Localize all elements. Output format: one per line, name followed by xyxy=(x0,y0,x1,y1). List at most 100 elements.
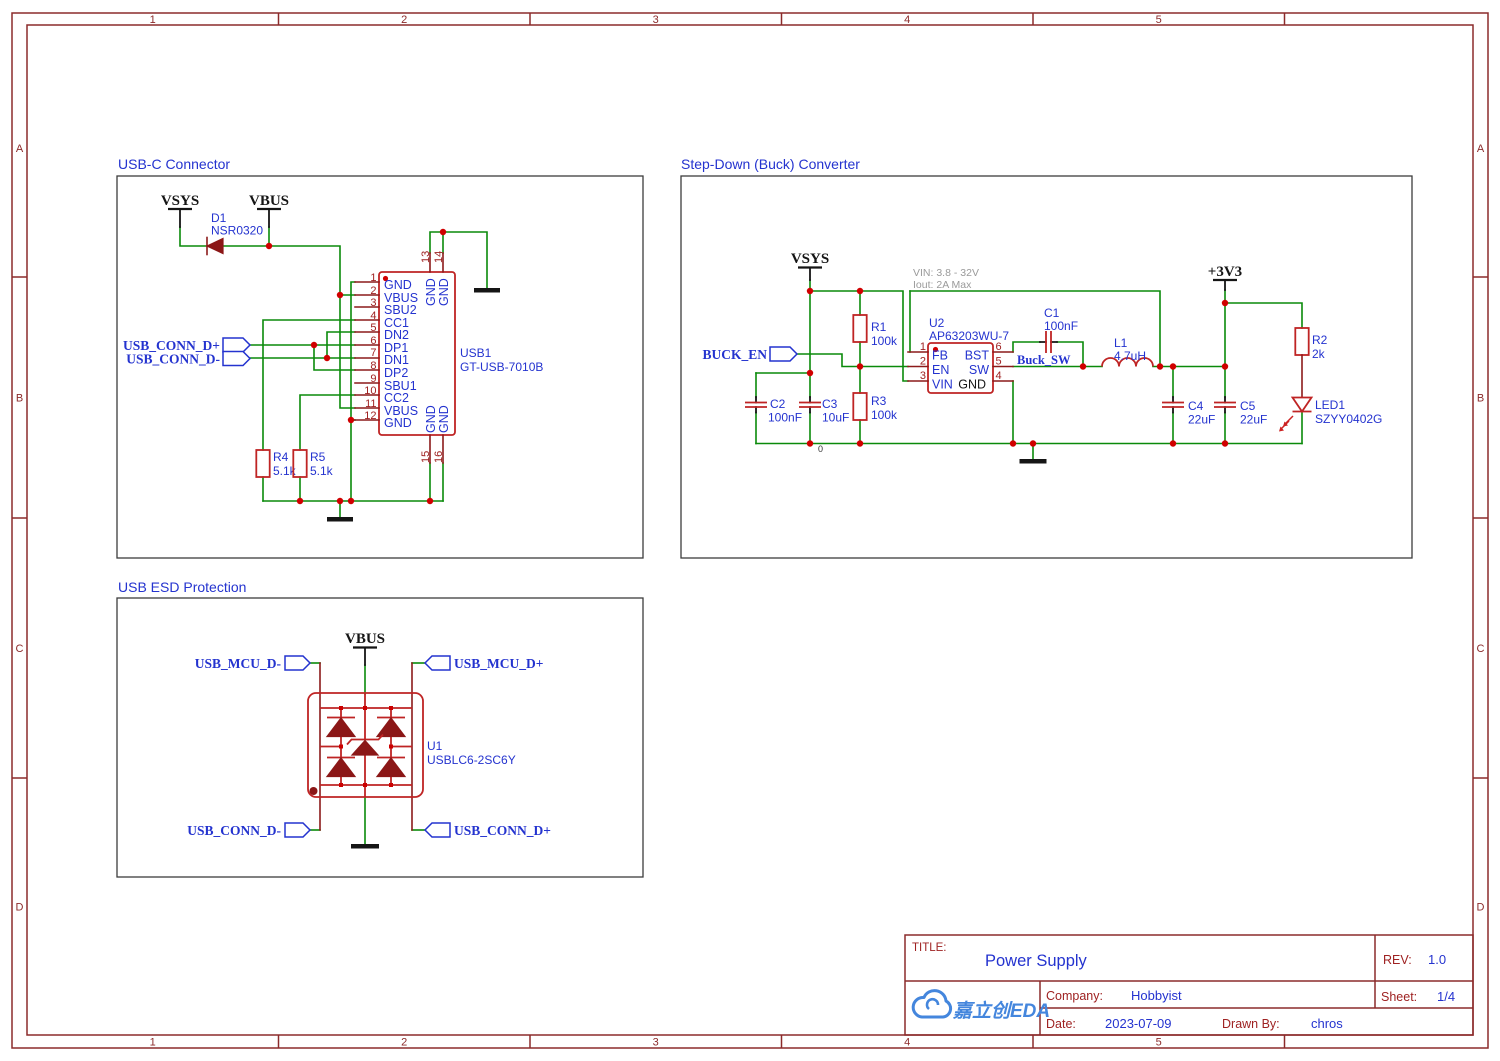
esd-wires[interactable] xyxy=(309,662,426,845)
d1-ref: D1 xyxy=(211,211,227,225)
port-usb-mcu-dn[interactable]: USB_MCU_D- xyxy=(195,655,312,671)
frame-col-label: 4 xyxy=(904,1037,910,1049)
gnd-symbol-esd[interactable] xyxy=(351,844,379,849)
power-flag-vbus[interactable]: VBUS xyxy=(249,193,289,228)
usb1-pin-number: 5 xyxy=(370,322,376,334)
usb1-pin-name: SBU2 xyxy=(384,303,417,317)
gnd-symbol[interactable] xyxy=(327,288,500,522)
vsys-flag-label: VSYS xyxy=(791,251,829,267)
capacitor-c1[interactable]: C1 100nF xyxy=(1039,306,1078,353)
usb1-pin-name: DP2 xyxy=(384,366,408,380)
u1-value: USBLC6-2SC6Y xyxy=(427,753,516,767)
port-usb-conn-dn-esd[interactable]: USB_CONN_D- xyxy=(187,822,312,838)
ic-u1-esd-array[interactable]: U1 USBLC6-2SC6Y xyxy=(307,662,516,831)
frame-col-label: 5 xyxy=(1156,1037,1162,1049)
resistor-r5[interactable]: R5 5.1k xyxy=(292,449,334,478)
power-flag-vsys-buck[interactable]: VSYS xyxy=(791,251,829,281)
c5-ref: C5 xyxy=(1240,399,1256,413)
diode-d1[interactable]: D1 NSR0320 xyxy=(205,211,263,256)
r1-value: 100k xyxy=(871,334,898,348)
inductor-l1[interactable]: L1 4.7uH xyxy=(1101,336,1154,367)
frame-row-label: C xyxy=(1477,643,1485,655)
power-flag-3v3[interactable]: +3V3 xyxy=(1208,264,1242,291)
port-usb-conn-dn-label: USB_CONN_D- xyxy=(187,823,281,838)
vbus-flag-label: VBUS xyxy=(249,193,289,209)
drawn-by-label: Drawn By: xyxy=(1222,1017,1280,1031)
u2-pin-number: 2 xyxy=(920,356,926,368)
connector-usb1[interactable]: 1 2 3 4 5 6 7 8 9 10 11 12 GND VBUS SBU2… xyxy=(354,251,543,464)
usb1-pin-name: SBU1 xyxy=(384,379,417,393)
power-flag-vbus-esd[interactable]: VBUS xyxy=(345,631,385,666)
r4-ref: R4 xyxy=(273,450,289,464)
usb1-pin-number: 1 xyxy=(370,272,376,284)
usb1-pin-number: 8 xyxy=(370,360,376,372)
sheet-value: 1/4 xyxy=(1437,989,1455,1004)
design-note[interactable]: VIN: 3.8 - 32V Iout: 2A Max xyxy=(913,267,979,291)
date-value: 2023-07-09 xyxy=(1105,1016,1172,1031)
port-usb-conn-dp-label: USB_CONN_D+ xyxy=(123,338,220,353)
capacitor-c5[interactable]: C5 22uF xyxy=(1214,396,1267,427)
power-flag-vsys[interactable]: VSYS xyxy=(161,193,199,228)
u2-pin-number: 3 xyxy=(920,370,926,382)
port-usb-conn-dp-esd[interactable]: USB_CONN_D+ xyxy=(423,822,551,838)
capacitor-c2[interactable]: C2 100nF xyxy=(745,396,802,425)
usb1-pin-number: 4 xyxy=(370,310,376,322)
u2-pin-name: FB xyxy=(932,349,948,363)
sheet-label: Sheet: xyxy=(1381,990,1417,1004)
date-label: Date: xyxy=(1046,1017,1076,1031)
title-block: TITLE: Power Supply REV: 1.0 Company: Ho… xyxy=(904,934,1474,1036)
usb1-ref: USB1 xyxy=(460,346,492,360)
vsys-flag-label: VSYS xyxy=(161,193,199,209)
frame-col-label: 1 xyxy=(150,14,156,26)
usb1-pin-name: GND xyxy=(424,278,438,306)
usb1-pin-name: DN1 xyxy=(384,353,409,367)
frame-row-labels: A B C D A B C D xyxy=(16,143,1485,914)
cloud-icon xyxy=(911,989,953,1019)
d1-value: NSR0320 xyxy=(211,224,263,238)
ic-u2[interactable]: 1 2 3 6 5 4 FB EN VIN BST SW GND U2 AP63… xyxy=(907,316,1014,394)
resistor-r1[interactable]: R1 100k xyxy=(852,314,898,348)
title-label: TITLE: xyxy=(912,942,947,954)
frame-row-label: B xyxy=(1477,393,1484,405)
u2-pin-number: 5 xyxy=(996,356,1002,368)
led1-ref: LED1 xyxy=(1315,398,1345,412)
usbc-wires[interactable] xyxy=(179,226,488,518)
u2-pin-name: GND xyxy=(958,378,986,392)
port-buck-en[interactable]: BUCK_EN xyxy=(702,346,799,362)
usb1-pin-number: 10 xyxy=(364,385,376,397)
buck-wires[interactable] xyxy=(755,279,1303,460)
drawn-by-value: chros xyxy=(1311,1016,1343,1031)
u2-ref: U2 xyxy=(929,316,945,330)
capacitor-c4[interactable]: C4 22uF xyxy=(1162,396,1215,427)
c1-ref: C1 xyxy=(1044,306,1060,320)
c2-value: 100nF xyxy=(768,411,802,425)
frame-col-label: 2 xyxy=(401,14,407,26)
u2-pin-number: 6 xyxy=(996,341,1002,353)
capacitor-c3[interactable]: C3 10uF xyxy=(799,396,849,425)
u2-pin-name: BST xyxy=(965,349,990,363)
usb1-pin-number: 14 xyxy=(433,251,445,263)
note-line2: Iout: 2A Max xyxy=(913,279,972,291)
resistor-r2[interactable]: R2 2k xyxy=(1294,327,1328,361)
resistor-r3[interactable]: R3 100k xyxy=(852,392,898,422)
gnd-symbol-buck[interactable] xyxy=(1019,459,1047,464)
esd-section-title: USB ESD Protection xyxy=(118,579,246,595)
frame-col-label: 4 xyxy=(904,14,910,26)
port-usb-conn-dp[interactable]: USB_CONN_D+ xyxy=(123,337,252,353)
port-usb-conn-dn[interactable]: USB_CONN_D- xyxy=(126,350,252,367)
r3-value: 100k xyxy=(871,408,898,422)
net-label-buck-sw[interactable]: Buck_SW xyxy=(1017,353,1071,367)
port-usb-conn-dp-label: USB_CONN_D+ xyxy=(454,823,551,838)
l1-ref: L1 xyxy=(1114,336,1128,350)
port-usb-mcu-dp[interactable]: USB_MCU_D+ xyxy=(423,655,543,671)
port-usb-mcu-dp-label: USB_MCU_D+ xyxy=(454,656,543,671)
frame-col-label: 2 xyxy=(401,1037,407,1049)
rev-value: 1.0 xyxy=(1428,952,1446,967)
resistor-r4[interactable]: R4 5.1k xyxy=(255,449,297,478)
port-buck-en-label: BUCK_EN xyxy=(702,347,767,362)
r2-value: 2k xyxy=(1312,347,1326,361)
led-led1[interactable]: LED1 SZYY0402G xyxy=(1279,354,1382,432)
usb1-pin-name: CC1 xyxy=(384,316,409,330)
